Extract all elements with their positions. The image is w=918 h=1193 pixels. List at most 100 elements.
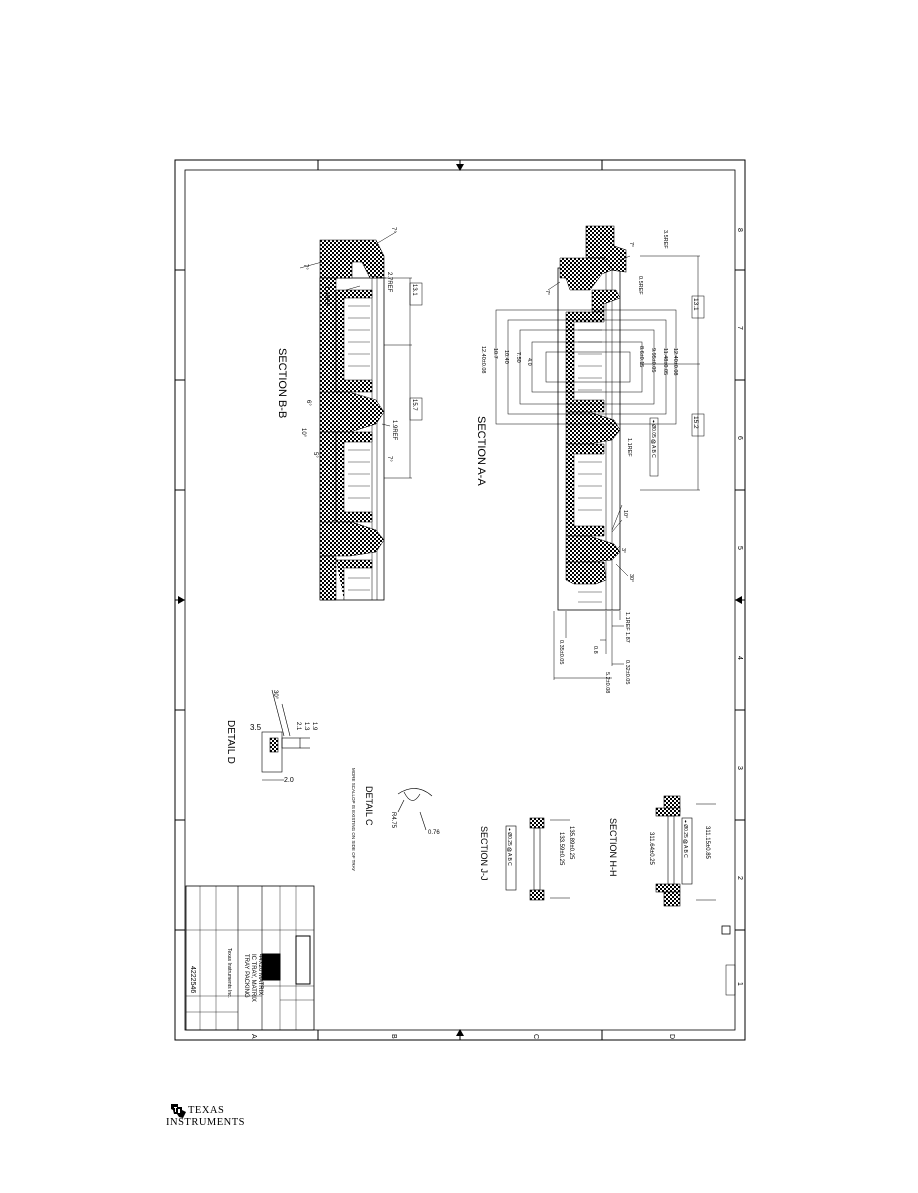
section-aa-view bbox=[495, 225, 705, 680]
dim-label: 1.9REF bbox=[391, 420, 397, 441]
title-block bbox=[185, 885, 315, 1031]
tb-title-line: IC TRAY, MATRIX bbox=[250, 954, 256, 1002]
dim-label: 2.1 bbox=[295, 722, 301, 731]
view-title: SECTION B-B bbox=[276, 348, 288, 418]
title-block-text: Texas Instruments Inc. TRAY PACKING IC T… bbox=[189, 948, 263, 1002]
dim-label: 6° bbox=[305, 400, 311, 406]
dim-label: 8.6±0.15 bbox=[638, 346, 644, 367]
section-aa-labels: SECTION A-A 3.5REF 0.5REF 7° 7° 13.1 15.… bbox=[475, 230, 699, 693]
dim-label: 4.0 bbox=[526, 358, 532, 366]
dim-label: 311.15±0.85 bbox=[704, 826, 710, 860]
dim-label: 1.3 bbox=[303, 722, 309, 731]
zone-label: 7 bbox=[736, 326, 743, 330]
dim-label: 13.1 bbox=[692, 298, 699, 311]
tb-title-line: 44X20 MATRIX bbox=[257, 954, 263, 995]
zone-label: 5 bbox=[736, 546, 743, 550]
detail-d-labels: DETAIL D 3.5 2.0 1.9 1.3 2.1 30° bbox=[225, 690, 317, 784]
dim-label: 1.4REF bbox=[323, 286, 329, 307]
feature-control-frame: ⌖ Ø0.05 Ⓜ A B C bbox=[650, 420, 656, 458]
dim-label: 1.87 bbox=[624, 632, 630, 643]
dim-label: 5.2±0.08 bbox=[604, 672, 610, 693]
logo-line-2: INSTRUMENTS bbox=[166, 1117, 246, 1128]
dim-label: 0.76 bbox=[428, 830, 440, 836]
dim-label: 311.64±0.25 bbox=[648, 832, 654, 866]
dim-label: 1.1REF bbox=[624, 612, 630, 631]
section-bb-labels: SECTION B-B 7° 2.7REF 1.4REF 13.1 15.7 1… bbox=[276, 227, 417, 462]
tb-title-line: TRAY PACKING bbox=[243, 954, 249, 998]
zone-label: B bbox=[390, 1034, 397, 1039]
dim-label: 12.40±0.08 bbox=[480, 346, 486, 374]
zone-label: 1 bbox=[736, 982, 743, 986]
revision-tag bbox=[725, 964, 736, 996]
zone-label: C bbox=[532, 1034, 539, 1039]
dim-label: 135.89±0.25 bbox=[568, 826, 574, 860]
zone-label: 6 bbox=[736, 436, 743, 440]
ti-state-logo-icon bbox=[171, 1104, 186, 1118]
dim-label: 10.7 bbox=[492, 348, 498, 359]
zone-label: 2 bbox=[736, 876, 743, 880]
tb-company: Texas Instruments Inc. bbox=[226, 948, 232, 998]
small-box bbox=[721, 925, 731, 935]
note-text: MORE SCALLOP IS EXISTING ON SIDE OF TRAY bbox=[351, 768, 356, 871]
dim-label: 13.1 bbox=[411, 284, 417, 296]
logo-line-1: TEXAS bbox=[188, 1105, 225, 1116]
dim-label: 12.40±0.08 bbox=[672, 348, 678, 376]
dim-label: 7° bbox=[390, 227, 396, 233]
detail-c-view bbox=[397, 788, 433, 831]
detail-c-labels: DETAIL C MORE SCALLOP IS EXISTING ON SID… bbox=[351, 768, 440, 871]
dim-label: 15.7 bbox=[411, 399, 417, 411]
dim-label: 1.1REF bbox=[626, 438, 632, 457]
view-title: DETAIL C bbox=[364, 786, 374, 826]
dim-label: 10.40 bbox=[503, 350, 509, 364]
section-jj-labels: SECTION J-J 135.89±0.25 133.59±0.25 ⌖ Ø0… bbox=[479, 826, 574, 881]
dim-label: R4.75 bbox=[390, 812, 396, 829]
dim-label: 15.2 bbox=[692, 416, 699, 429]
dim-label: 2.0 bbox=[284, 777, 294, 784]
view-title: SECTION H-H bbox=[608, 818, 618, 877]
dim-label: 7.50 bbox=[515, 352, 521, 363]
section-hh-view bbox=[655, 795, 716, 907]
feature-control-frame: ⌖ Ø0.25 Ⓜ A B C bbox=[682, 820, 688, 858]
view-title: DETAIL D bbox=[225, 720, 236, 764]
dim-label: 7° bbox=[302, 264, 308, 270]
zone-label: 4 bbox=[736, 656, 743, 660]
feature-control-frame: ⌖ Ø0.25 Ⓜ A B C bbox=[506, 828, 512, 866]
dim-label: 10° bbox=[300, 428, 306, 438]
dim-label: 0.35±0.05 bbox=[558, 640, 564, 664]
dim-label: 5° bbox=[312, 452, 318, 458]
view-title: SECTION A-A bbox=[475, 416, 487, 486]
dim-label: 1.9 bbox=[311, 722, 317, 731]
border-numbers: 8 7 6 5 4 3 2 1 bbox=[736, 228, 743, 986]
dim-label: 2.7REF bbox=[386, 272, 392, 293]
tb-drawing-number: 4222546 bbox=[189, 966, 196, 993]
dim-label: 30° bbox=[272, 690, 278, 700]
frame bbox=[174, 159, 746, 1041]
detail-d-view bbox=[261, 689, 310, 781]
zone-label: D bbox=[668, 1034, 675, 1039]
section-jj-view bbox=[505, 817, 570, 901]
border-letters: A B C D bbox=[250, 1034, 675, 1039]
dim-label: 7° bbox=[544, 290, 550, 295]
dim-label: 3.5 bbox=[250, 723, 262, 732]
zone-label: 3 bbox=[736, 766, 743, 770]
section-bb-view bbox=[299, 231, 423, 601]
zone-label: A bbox=[250, 1034, 257, 1039]
view-title: SECTION J-J bbox=[479, 826, 489, 881]
dim-label: 133.59±0.25 bbox=[558, 832, 564, 866]
dim-label: 10° bbox=[622, 510, 628, 518]
dim-label: 0.8 bbox=[592, 646, 598, 654]
section-hh-labels: SECTION H-H 311.15±0.85 311.64±0.25 ⌖ Ø0… bbox=[608, 818, 710, 877]
dim-label: 3° bbox=[620, 548, 626, 553]
dim-label: 0.5REF bbox=[637, 276, 643, 295]
dim-label: 7° bbox=[628, 242, 634, 247]
dim-label: 9.95±0.05 bbox=[650, 348, 656, 372]
dim-label: 30° bbox=[628, 574, 634, 582]
centering-arrows bbox=[178, 164, 742, 1036]
dim-label: 7° bbox=[386, 456, 392, 462]
zone-label: 8 bbox=[736, 228, 743, 232]
dim-label: 0.32±0.05 bbox=[624, 660, 630, 684]
dim-label: 3.5REF bbox=[662, 230, 668, 249]
dim-label: 11.48±0.05 bbox=[662, 348, 668, 375]
